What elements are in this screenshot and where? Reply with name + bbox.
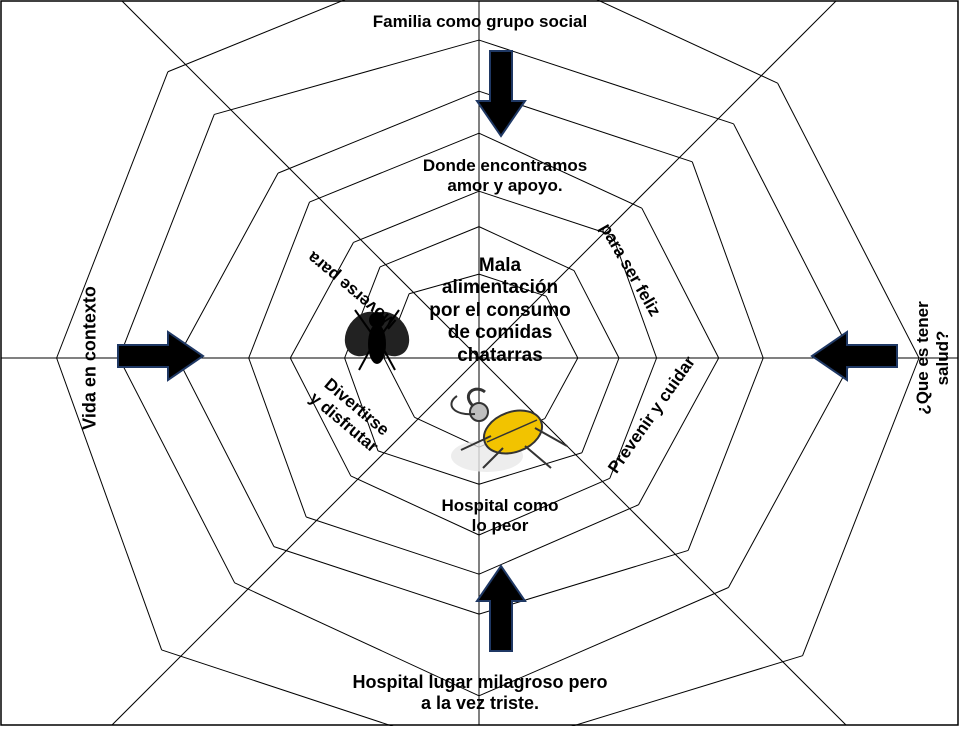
web-ring-segment xyxy=(478,190,613,236)
web-ring-segment xyxy=(234,582,480,697)
web-ring-segment xyxy=(641,207,720,359)
web-ring-segment xyxy=(161,649,409,731)
web-ring-segment xyxy=(248,357,307,518)
block-arrow-icon-left xyxy=(810,330,898,382)
web-ring-segment xyxy=(353,190,480,243)
web-ring-segment xyxy=(611,235,658,359)
web-ring-segment xyxy=(176,357,275,547)
web-ring-segment xyxy=(609,357,658,479)
label-center: Mala alimentación por el consumo de comi… xyxy=(429,255,571,366)
fly-icon xyxy=(344,309,410,371)
web-ring-segment xyxy=(802,357,920,656)
label-inner-top: Donde encontramos amor y apoyo. xyxy=(422,156,588,196)
web-ring-segment xyxy=(56,71,169,359)
label-left: Vida en contexto xyxy=(79,286,100,430)
block-arrow-icon-down xyxy=(475,50,527,138)
web-ring-segment xyxy=(638,357,720,506)
web-spoke xyxy=(121,0,480,359)
web-ring-segment xyxy=(545,295,579,359)
beetle-icon xyxy=(450,387,568,472)
web-ring-segment xyxy=(277,90,480,174)
web-ring-segment xyxy=(478,504,639,575)
web-ring-segment xyxy=(478,549,689,615)
web-ring-segment xyxy=(273,546,480,615)
web-ring-segment xyxy=(777,82,920,359)
label-inner-bottom: Hospital como lo peor xyxy=(441,496,559,536)
web-ring-segment xyxy=(478,477,611,536)
web-ring-segment xyxy=(581,357,620,453)
web-ring-segment xyxy=(167,0,346,73)
web-ring-segment xyxy=(478,226,575,272)
web-ring-segment xyxy=(56,357,163,651)
web-ring-segment xyxy=(687,357,764,551)
web-ring-segment xyxy=(478,273,547,297)
web-ring-segment xyxy=(306,516,480,575)
web-ring-segment xyxy=(176,172,279,359)
web-spoke xyxy=(478,0,837,359)
web-ring-segment xyxy=(691,161,764,359)
web-ring-segment xyxy=(596,0,778,84)
label-right: ¿Que es tener salud? xyxy=(912,301,952,415)
web-ring-segment xyxy=(478,452,583,485)
web-ring-segment xyxy=(478,39,734,125)
web-ring-segment xyxy=(289,357,352,477)
web-ring-segment xyxy=(544,357,579,419)
web-ring-segment xyxy=(118,114,215,359)
block-arrow-icon-up xyxy=(475,564,527,652)
web-ring-segment xyxy=(733,123,854,359)
web-ring-segment xyxy=(554,655,803,731)
web-ring-segment xyxy=(728,357,854,588)
web-ring-segment xyxy=(409,273,480,295)
web-ring-segment xyxy=(350,475,480,536)
web-ring-segment xyxy=(214,39,480,115)
web-ring-segment xyxy=(377,450,480,485)
web-ring-segment xyxy=(344,357,379,452)
web-ring-segment xyxy=(309,132,480,203)
label-bottom: Hospital lugar milagroso pero a la vez t… xyxy=(352,672,608,714)
block-arrow-icon-right xyxy=(117,330,205,382)
web-ring-segment xyxy=(478,587,729,697)
web-ring-segment xyxy=(478,132,643,209)
web-ring-segment xyxy=(573,270,620,359)
web-ring-segment xyxy=(379,226,480,268)
web-ring-segment xyxy=(118,357,236,584)
web-ring-segment xyxy=(414,416,480,448)
web-ring-segment xyxy=(248,201,310,359)
label-top: Familia como grupo social xyxy=(372,12,588,31)
web-ring-segment xyxy=(289,242,354,359)
web-ring-segment xyxy=(383,357,415,418)
